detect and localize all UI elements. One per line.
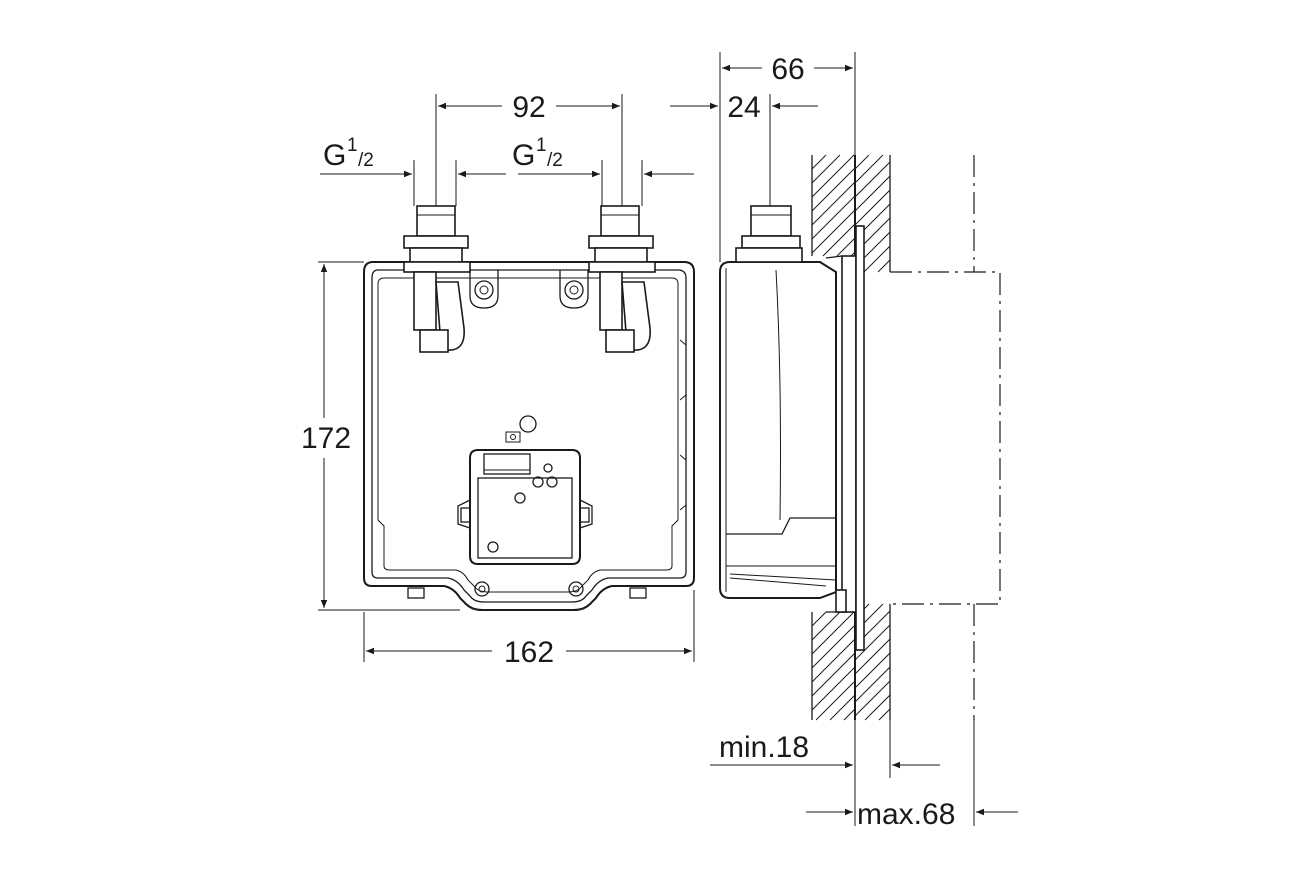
hatch-line xyxy=(811,611,827,627)
hatch-line xyxy=(811,167,856,212)
mount-screw-bottom-right xyxy=(568,581,584,597)
side-housing-base-3 xyxy=(729,577,827,587)
hatch-line xyxy=(836,237,856,257)
hatch-line xyxy=(811,624,856,669)
svg-text:1: 1 xyxy=(347,135,358,156)
foot-left xyxy=(407,587,425,599)
hatch-line xyxy=(854,638,891,675)
side-inlet-fitting xyxy=(735,205,803,263)
cover-outline-dashed xyxy=(890,155,1001,720)
hatch-line xyxy=(854,624,891,661)
hatch-line xyxy=(854,666,891,703)
side-view xyxy=(719,154,1001,721)
svg-text:/2: /2 xyxy=(358,150,374,171)
svg-text:G: G xyxy=(323,139,346,172)
hatch-line xyxy=(811,154,827,170)
hatch-line xyxy=(864,694,891,721)
hatch-line xyxy=(811,611,841,641)
inlet-fitting-left xyxy=(403,205,471,353)
foot-right xyxy=(629,587,647,599)
hatch-line xyxy=(878,708,891,721)
svg-text:/2: /2 xyxy=(547,150,563,171)
hatch-line xyxy=(811,652,856,697)
dim-height-172: 172 xyxy=(301,422,351,455)
hatch-line xyxy=(863,245,891,273)
hatch-line xyxy=(811,195,856,240)
housing-side-rib-right-2 xyxy=(679,454,687,511)
thread-label-right: G 1 /2 xyxy=(512,135,563,172)
dimension-labels: 162 172 92 66 24 G 1 /2 G 1 /2 min.18 ma… xyxy=(301,53,955,831)
housing-outline xyxy=(363,261,695,611)
top-bracket-right xyxy=(559,270,589,309)
mount-screw-bottom-left xyxy=(474,581,490,597)
top-bracket-left xyxy=(469,270,499,309)
housing-inner xyxy=(371,269,687,603)
side-housing-base-2 xyxy=(729,573,837,581)
hatch-line xyxy=(854,161,891,198)
hatch-line xyxy=(811,638,856,683)
hatch-line xyxy=(854,189,891,226)
side-housing-curve xyxy=(775,269,781,521)
hatch-line xyxy=(815,680,856,721)
dim-wall-max: max.68 xyxy=(857,798,955,831)
side-housing-step xyxy=(726,517,836,535)
dim-width-162: 162 xyxy=(504,636,554,669)
hatch-line xyxy=(854,652,891,689)
housing-side-rib-right xyxy=(679,339,687,401)
mounting-flange xyxy=(825,225,865,651)
svg-text:1: 1 xyxy=(536,135,547,156)
dimension-lines xyxy=(318,52,1018,826)
hatch-line xyxy=(811,666,856,711)
dim-wall-min: min.18 xyxy=(719,731,809,764)
front-view xyxy=(363,205,695,611)
hatch-line xyxy=(811,209,856,254)
hatch-line xyxy=(854,680,891,717)
housing-inner-frame xyxy=(377,277,679,593)
dim-offset-24: 24 xyxy=(727,91,760,124)
hatch-line xyxy=(829,694,856,721)
hatch-line xyxy=(811,611,855,655)
dim-spacing-92: 92 xyxy=(512,91,545,124)
hatch-line xyxy=(877,259,891,273)
thread-label-left: G 1 /2 xyxy=(323,135,374,172)
side-housing xyxy=(719,261,837,599)
hatch-line xyxy=(822,223,856,257)
hatch-line xyxy=(811,154,841,184)
hatch-line xyxy=(854,154,884,184)
dim-depth-66: 66 xyxy=(771,53,804,86)
hatch-line xyxy=(811,154,855,198)
hatch-line xyxy=(854,175,891,212)
svg-text:G: G xyxy=(512,139,535,172)
hatch-line xyxy=(854,154,870,170)
electronics-module xyxy=(457,415,593,565)
hatch-line xyxy=(843,708,856,721)
inlet-fitting-right xyxy=(588,205,656,353)
hatch-line xyxy=(811,181,856,226)
